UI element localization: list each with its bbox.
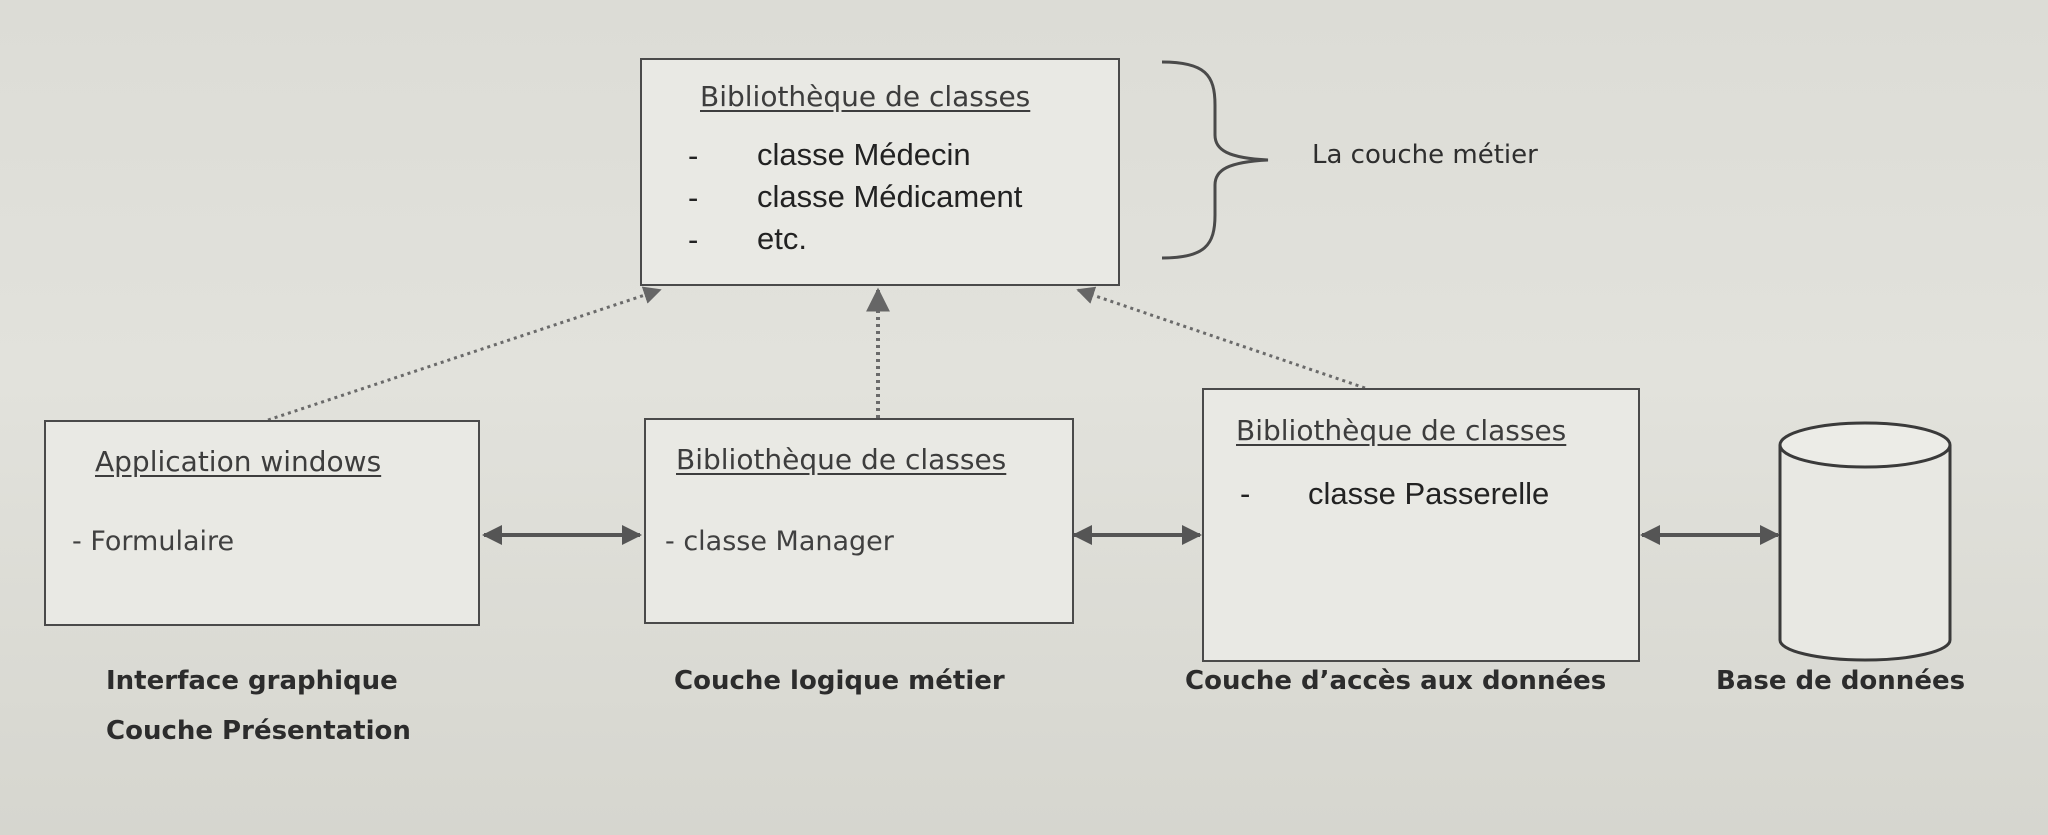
logic-box-item-manager: - classe Manager [665, 526, 894, 557]
data-access-item-passerelle: classe Passerelle [1308, 476, 1550, 511]
logic-class-library-box [644, 418, 1074, 624]
data-access-box-title: Bibliothèque de classes [1236, 414, 1567, 447]
windows-application-box [44, 420, 480, 626]
data-access-item-dash: - [1240, 476, 1251, 511]
business-item-dash-2: - [688, 180, 699, 215]
business-item-medicament: classe Médicament [757, 179, 1023, 214]
business-layer-brace [1161, 60, 1269, 260]
dependency-presentation-to-business [267, 286, 662, 422]
windows-box-title: Application windows [95, 445, 382, 478]
caption-couche-presentation: Couche Présentation [106, 716, 411, 746]
data-access-class-library-box [1202, 388, 1640, 662]
database-cylinder-icon [1778, 421, 1952, 662]
business-item-dash-3: - [688, 222, 699, 257]
business-item-medecin: classe Médecin [757, 137, 971, 172]
business-item-etc: etc. [757, 221, 807, 256]
dependency-data-access-to-business [1076, 286, 1366, 390]
windows-box-item-formulaire: - Formulaire [72, 526, 235, 557]
business-box-title: Bibliothèque de classes [700, 80, 1031, 113]
caption-interface-graphique: Interface graphique [106, 666, 398, 696]
caption-base-de-donnees: Base de données [1716, 666, 1966, 696]
business-item-dash-1: - [688, 138, 699, 173]
business-layer-label: La couche métier [1312, 140, 1538, 170]
caption-couche-acces-donnees: Couche d’accès aux données [1185, 666, 1607, 696]
logic-box-title: Bibliothèque de classes [676, 443, 1007, 476]
caption-couche-logique-metier: Couche logique métier [674, 666, 1005, 696]
business-class-library-box [640, 58, 1120, 286]
